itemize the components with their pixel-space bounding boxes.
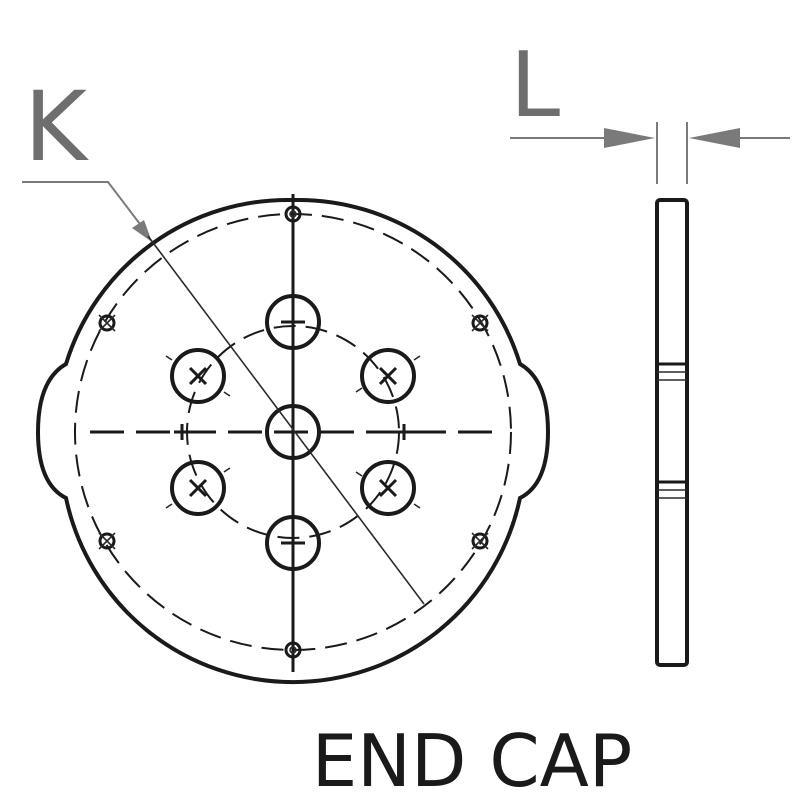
front-view	[22, 181, 551, 685]
connector-hole-lower-left	[165, 460, 231, 516]
mounting-hole-lower-left	[98, 532, 116, 550]
side-groove-lower	[657, 480, 687, 499]
mounting-hole-lower-right	[471, 532, 489, 550]
mounting-hole-top	[284, 205, 302, 223]
centerline-cross-right	[396, 424, 412, 440]
connector-hole-bottom	[265, 515, 321, 571]
drawing-title: END CAP	[312, 719, 633, 800]
mounting-hole-upper-right	[471, 314, 489, 332]
centerline-cross-left	[174, 424, 190, 440]
k-label: K	[24, 71, 89, 183]
side-view	[510, 122, 790, 667]
connector-hole-upper-right	[355, 348, 421, 404]
l-dimension	[510, 122, 790, 184]
connector-hole-center	[265, 404, 321, 460]
mounting-hole-upper-left	[98, 314, 116, 332]
mounting-hole-bottom	[284, 641, 302, 659]
connector-hole-top	[265, 294, 321, 350]
side-groove-upper	[657, 362, 687, 381]
k-leader	[22, 181, 425, 605]
connector-hole-upper-left	[165, 348, 231, 404]
l-label: L	[510, 33, 560, 138]
outer-outline	[35, 197, 551, 685]
side-profile	[655, 198, 689, 667]
connector-hole-lower-right	[355, 460, 421, 516]
